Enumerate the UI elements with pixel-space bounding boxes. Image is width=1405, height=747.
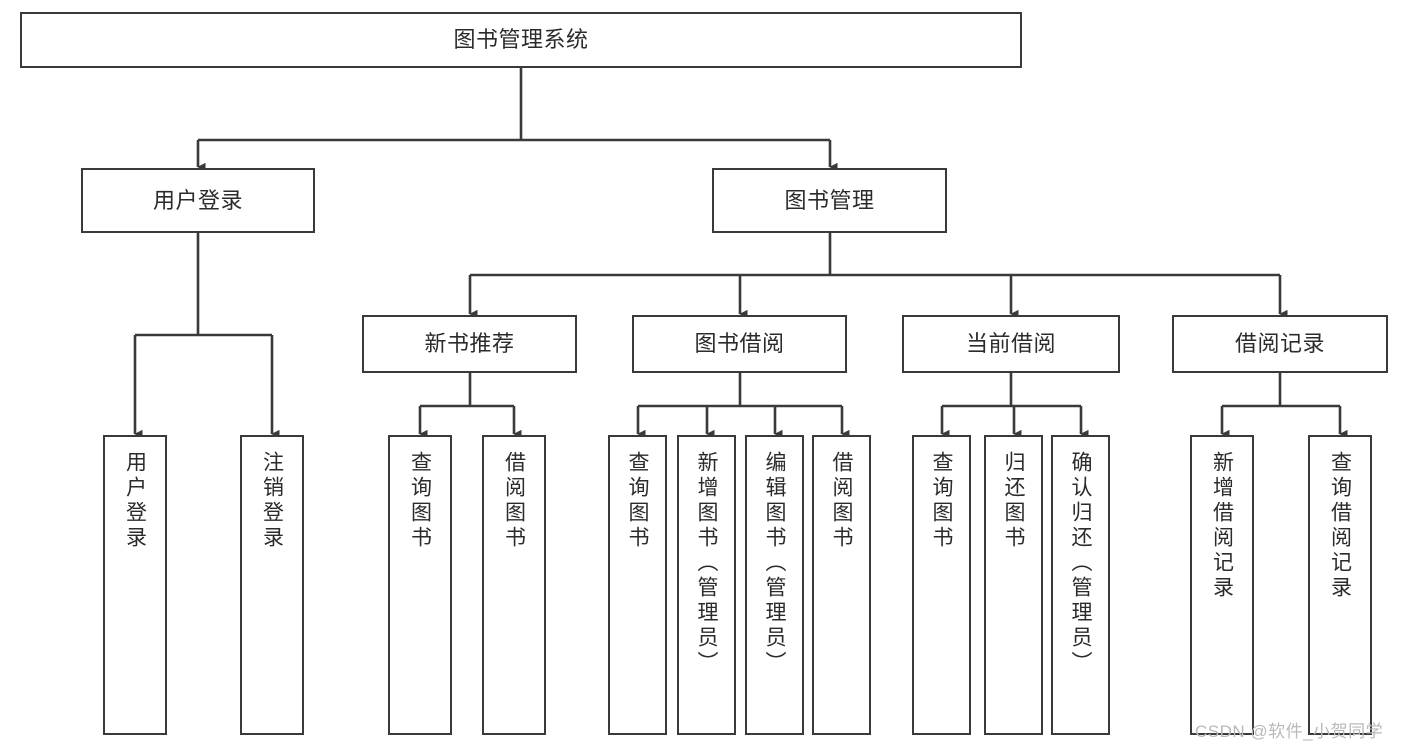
node-label: 查询借阅记录 [1328, 451, 1352, 601]
node-current[interactable]: 当前借阅 [902, 315, 1120, 373]
node-leaf-rec-2[interactable]: 查询借阅记录 [1308, 435, 1372, 735]
node-borrow[interactable]: 图书借阅 [632, 315, 847, 373]
node-leaf-cur-3[interactable]: 确认归还（管理员） [1051, 435, 1110, 735]
node-leaf-borrow-1[interactable]: 查询图书 [608, 435, 667, 735]
edges-group [133, 68, 1348, 439]
node-label: 当前借阅 [965, 331, 1056, 357]
node-leaf-rec-1[interactable]: 新增借阅记录 [1190, 435, 1254, 735]
node-leaf-cur-2[interactable]: 归还图书 [984, 435, 1043, 735]
node-label: 查询图书 [930, 451, 953, 551]
node-bookmgmt[interactable]: 图书管理 [712, 168, 947, 233]
node-leaf-login-1[interactable]: 用户登录 [103, 435, 167, 735]
node-label: 确认归还（管理员） [1069, 451, 1092, 676]
node-records[interactable]: 借阅记录 [1172, 315, 1388, 373]
node-label: 查询图书 [626, 451, 649, 551]
node-label: 新增借阅记录 [1210, 451, 1234, 601]
node-leaf-borrow-3[interactable]: 编辑图书（管理员） [745, 435, 804, 735]
node-label: 新增图书（管理员） [695, 451, 718, 676]
node-label: 用户登录 [152, 187, 243, 213]
node-label: 用户登录 [123, 451, 147, 551]
node-leaf-login-2[interactable]: 注销登录 [240, 435, 304, 735]
node-label: 图书借阅 [694, 331, 785, 357]
node-label: 借阅图书 [502, 451, 526, 551]
node-leaf-borrow-2[interactable]: 新增图书（管理员） [677, 435, 736, 735]
node-label: 图书管理 [784, 187, 875, 213]
node-leaf-cur-1[interactable]: 查询图书 [912, 435, 971, 735]
node-label: 新书推荐 [424, 331, 515, 357]
node-label: 借阅图书 [830, 451, 853, 551]
node-leaf-new-2[interactable]: 借阅图书 [482, 435, 546, 735]
node-login[interactable]: 用户登录 [81, 168, 315, 233]
node-label: 编辑图书（管理员） [763, 451, 786, 676]
node-label: 注销登录 [260, 451, 284, 551]
node-label: 归还图书 [1002, 451, 1025, 551]
node-label: 查询图书 [408, 451, 432, 551]
node-newbook[interactable]: 新书推荐 [362, 315, 577, 373]
node-leaf-borrow-4[interactable]: 借阅图书 [812, 435, 871, 735]
node-label: 借阅记录 [1234, 331, 1325, 357]
node-leaf-new-1[interactable]: 查询图书 [388, 435, 452, 735]
node-label: 图书管理系统 [453, 27, 589, 53]
node-root[interactable]: 图书管理系统 [20, 12, 1022, 68]
